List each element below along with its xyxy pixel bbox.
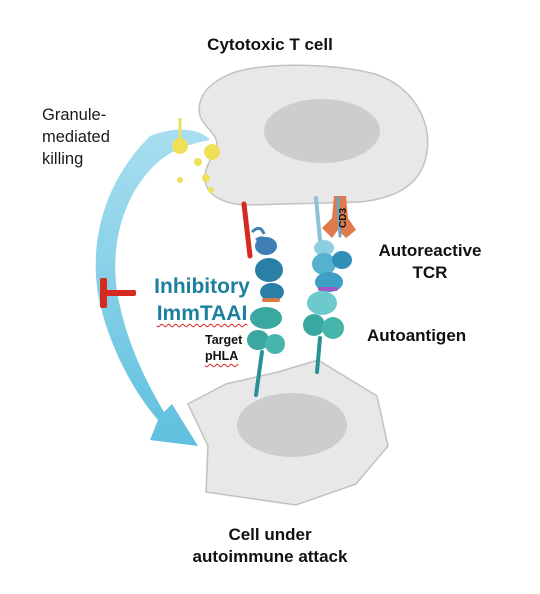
t-cell-label: Cytotoxic T cell [207, 35, 333, 54]
granule-label-line: mediated [42, 128, 110, 146]
inhibitory-immtaai-label: Inhibitory ImmTAAI [137, 273, 267, 327]
hla-domain [322, 317, 344, 339]
hla-domain [303, 314, 325, 336]
t-cell-nucleus [264, 99, 380, 163]
granule [204, 144, 220, 160]
target-cell-nucleus [237, 393, 347, 457]
tcr-complex: CD3 [303, 196, 356, 374]
hla-tether [315, 336, 322, 374]
hla-tether [254, 350, 264, 397]
autoreactive-tcr-label: Autoreactive TCR [358, 240, 502, 284]
granules [172, 118, 220, 193]
target-label-line: pHLA [205, 349, 239, 363]
hla-domain [307, 291, 337, 315]
cd3-label: CD3 [338, 208, 349, 228]
granule [208, 187, 214, 193]
autoreactive-label-line: TCR [412, 263, 448, 282]
peptide [318, 287, 338, 291]
hla-domain [247, 330, 269, 350]
tcr-domain [312, 253, 336, 275]
immtaai-complex [241, 201, 285, 397]
granule [177, 177, 183, 183]
hla-domain [265, 334, 285, 354]
granule [172, 138, 188, 154]
tcr-domain [255, 258, 283, 282]
inhibitory-label-line: ImmTAAI [156, 302, 248, 325]
inhibition-symbol [100, 278, 136, 308]
hla-domain [250, 307, 282, 329]
t-cell [198, 64, 429, 206]
immtaai-tether [241, 201, 253, 259]
granule-killing-label: Granule- mediated killing [42, 104, 110, 170]
granule [194, 158, 202, 166]
granule-label-line: Granule- [42, 106, 107, 124]
target-phla-label: Target pHLA [205, 332, 242, 364]
granule [202, 174, 210, 182]
target-cell [187, 359, 389, 506]
peptide [262, 298, 280, 302]
tcr-domain [332, 251, 352, 269]
inhibitory-label-line: Inhibitory [154, 275, 250, 298]
autoantigen-label: Autoantigen [367, 326, 467, 345]
target-label-line: Target [205, 333, 243, 347]
target-cell-label-line: autoimmune attack [192, 547, 348, 566]
granule-label-line: killing [42, 150, 84, 168]
target-cell-label-line: Cell under [228, 525, 312, 544]
target-cell-label: Cell under autoimmune attack [0, 524, 540, 568]
granule-killing-arrow [95, 129, 210, 446]
autoreactive-label-line: Autoreactive [378, 241, 482, 260]
tcr-domain [260, 283, 284, 301]
